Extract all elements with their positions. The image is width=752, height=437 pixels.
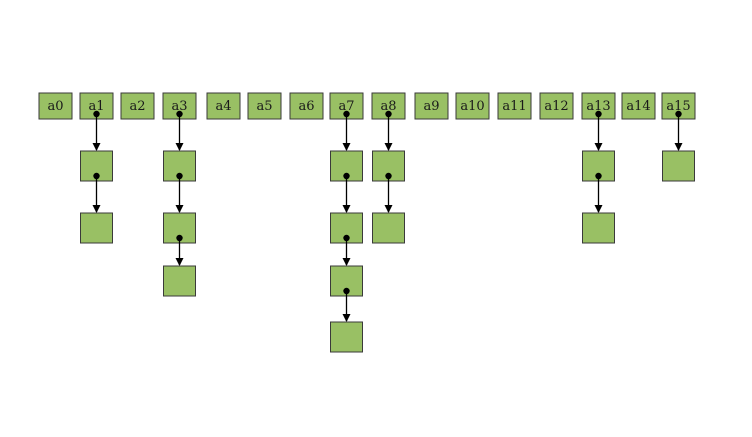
bucket-a4: a4: [206, 92, 241, 120]
link-a1-1: [92, 110, 101, 151]
link-a3-3: [175, 234, 184, 266]
bucket-cell: [289, 92, 324, 120]
link-a3-2: [175, 172, 184, 213]
bucket-cell: [247, 92, 282, 120]
chain-node-a3-3: [163, 265, 196, 297]
bucket-label: a11: [502, 99, 526, 114]
bucket-a6: a6: [289, 92, 324, 120]
link-a13-1: [594, 110, 603, 151]
link-a13-2: [594, 172, 603, 213]
link-a8-1: [384, 110, 393, 151]
bucket-cell: [539, 92, 574, 120]
chain-layer: [80, 110, 695, 353]
link-a7-4: [342, 287, 351, 322]
bucket-row: a0 a1 a2 a3 a4 a5 a6 a7 a8 a9 a10 a11 a12 a13 a14 a15: [38, 92, 696, 120]
chain-node-a1-2: [80, 212, 113, 244]
bucket-label: a8: [380, 99, 396, 114]
bucket-label: a10: [460, 99, 484, 114]
bucket-label: a12: [544, 99, 568, 114]
bucket-a2: a2: [120, 92, 155, 120]
bucket-label: a4: [215, 99, 231, 114]
link-a7-3: [342, 234, 351, 266]
link-a7-1: [342, 110, 351, 151]
bucket-cell: [455, 92, 490, 120]
bucket-cell: [206, 92, 241, 120]
link-a8-2: [384, 172, 393, 213]
bucket-a14: a14: [621, 92, 656, 120]
bucket-a9: a9: [414, 92, 449, 120]
bucket-cell: [497, 92, 532, 120]
chain-node-a7-4: [330, 321, 363, 353]
bucket-a3: a3: [162, 92, 197, 120]
bucket-cell: [38, 92, 73, 120]
bucket-label: a1: [88, 99, 104, 114]
bucket-label: a14: [626, 99, 650, 114]
bucket-label: a6: [298, 99, 314, 114]
bucket-label: a15: [666, 99, 690, 114]
bucket-a10: a10: [455, 92, 490, 120]
bucket-label: a9: [423, 99, 439, 114]
chain-node-a13-2: [582, 212, 615, 244]
bucket-label: a7: [338, 99, 354, 114]
bucket-a13: a13: [581, 92, 616, 120]
link-a1-2: [92, 172, 101, 213]
bucket-cell: [621, 92, 656, 120]
link-a7-2: [342, 172, 351, 213]
bucket-label: a3: [171, 99, 187, 114]
chain-node-a8-2: [372, 212, 405, 244]
link-a3-1: [175, 110, 184, 151]
bucket-a0: a0: [38, 92, 73, 120]
bucket-label: a13: [586, 99, 610, 114]
bucket-label: a5: [256, 99, 272, 114]
bucket-a12: a12: [539, 92, 574, 120]
bucket-a11: a11: [497, 92, 532, 120]
bucket-a5: a5: [247, 92, 282, 120]
bucket-cell: [120, 92, 155, 120]
bucket-label: a0: [47, 99, 63, 114]
bucket-label: a2: [129, 99, 145, 114]
chain-node-a15-1: [662, 150, 695, 182]
link-a15-1: [674, 110, 683, 151]
bucket-cell: [414, 92, 449, 120]
